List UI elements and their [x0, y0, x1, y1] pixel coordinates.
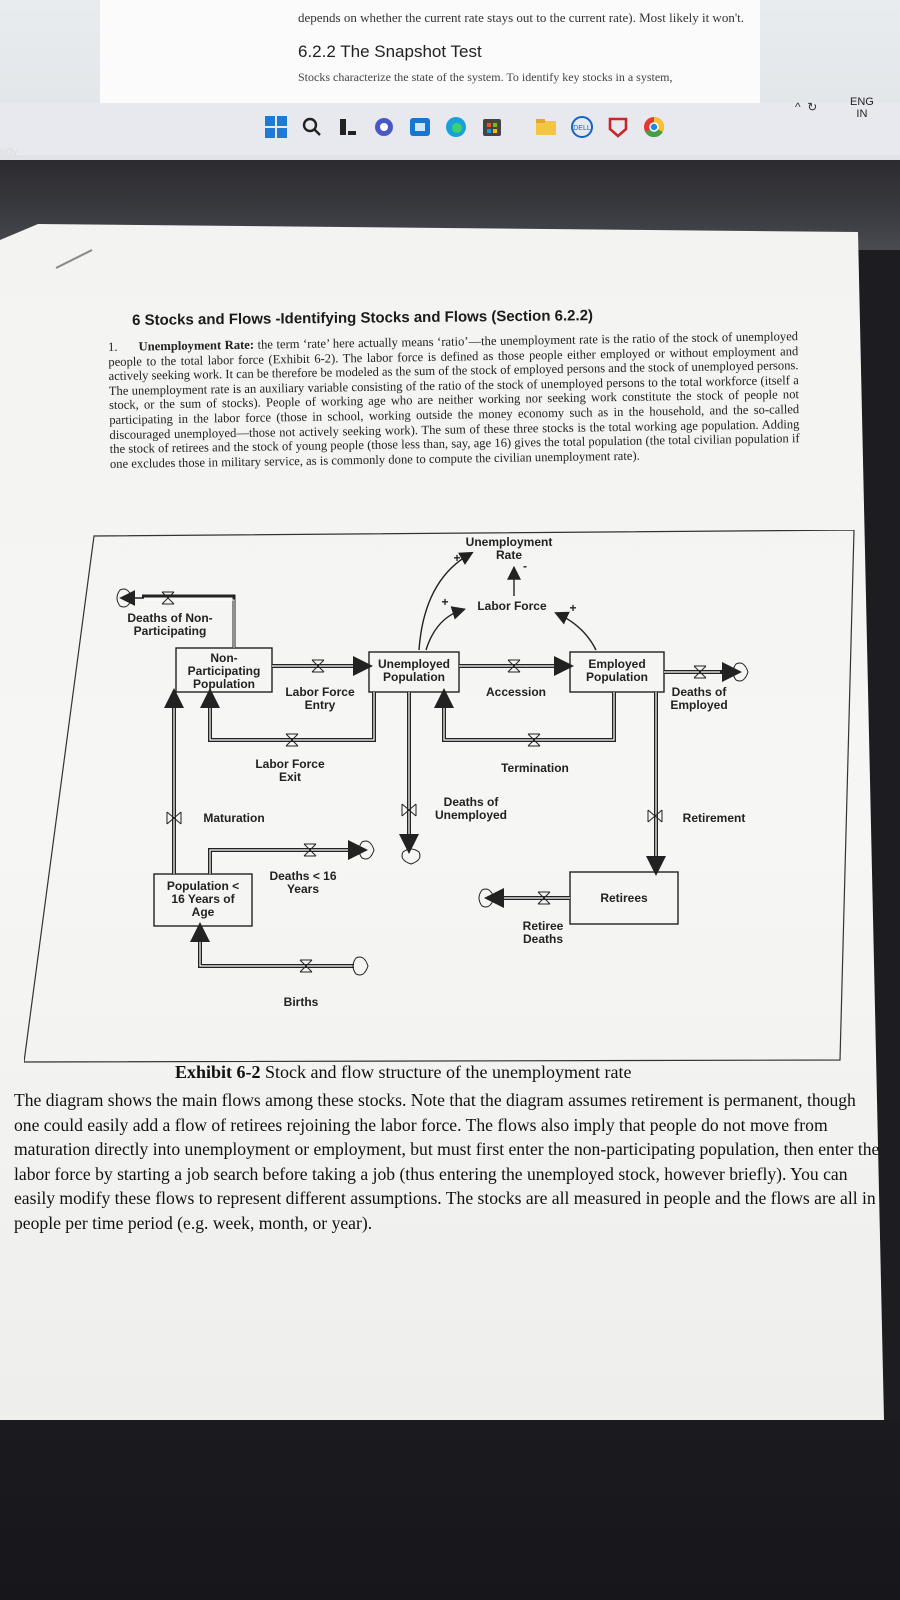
label-retiree-deaths: Retiree Deaths — [522, 919, 564, 946]
laptop-screen: depends on whether the current rate stay… — [0, 0, 900, 165]
chat-icon[interactable] — [372, 115, 396, 139]
label-deaths-unemployed: Deaths of Unemployed — [434, 795, 507, 822]
label-maturation: Maturation — [203, 811, 265, 825]
diagram-lines — [24, 530, 855, 1063]
screen-doc-line: Stocks characterize the state of the sys… — [298, 70, 673, 84]
task-view-icon[interactable] — [336, 115, 360, 139]
screen-side-text: udy — [0, 146, 18, 158]
svg-text:DELL: DELL — [573, 125, 591, 132]
label-labor-force: Labor Force — [477, 599, 547, 613]
tray-icons[interactable]: ^ ↻ — [795, 100, 818, 114]
windows-start-icon[interactable] — [264, 115, 288, 139]
plus-sign: + — [441, 595, 449, 609]
screen-document — [100, 0, 760, 115]
stock-non-participating: Non-Participating Population — [187, 651, 261, 691]
plus-sign: + — [453, 551, 461, 565]
mail-icon[interactable] — [408, 115, 432, 139]
label-termination: Termination — [501, 761, 569, 775]
label-deaths-employed: Deaths of Employed — [670, 685, 728, 712]
label-labor-force-entry: Labor Force Entry — [285, 685, 355, 712]
stock-population-under-16: Population < 16 Years of Age — [166, 879, 240, 919]
chrome-icon[interactable] — [642, 115, 666, 139]
label-deaths-non-participating: Deaths of Non-Participating — [127, 611, 213, 638]
label-labor-force-exit: Labor Force Exit — [255, 757, 325, 784]
taskbar: DELL — [0, 103, 900, 155]
desk-background — [0, 1420, 900, 1600]
stock-unemployed: Unemployed Population — [377, 657, 450, 684]
edge-browser-icon[interactable] — [444, 115, 468, 139]
stock-retirees: Retirees — [600, 891, 648, 905]
label-retirement: Retirement — [682, 811, 746, 825]
search-icon[interactable] — [300, 115, 324, 139]
body-paragraph: The diagram shows the main flows among t… — [14, 1090, 880, 1233]
minus-sign: - — [523, 559, 527, 573]
stock-employed: Employed Population — [586, 657, 648, 684]
dell-icon[interactable]: DELL — [570, 115, 594, 139]
label-unemployment-rate: Unemployment Rate — [465, 535, 553, 562]
intro-paragraph: 1. Unemployment Rate: the term ‘rate’ he… — [108, 329, 800, 471]
mcafee-icon[interactable] — [606, 115, 630, 139]
screen-doc-line: depends on whether the current rate stay… — [298, 10, 745, 25]
file-explorer-icon[interactable] — [534, 115, 558, 139]
exhibit-caption: Exhibit 6-2 Stock and flow structure of … — [175, 1062, 632, 1082]
store-icon[interactable] — [480, 115, 504, 139]
screen-section-title: 6.2.2 The Snapshot Test — [298, 42, 482, 61]
stock-flow-diagram: Unemployment Rate Labor Force + + + - De… — [24, 530, 862, 1078]
label-deaths-under-16: Deaths < 16 Years — [269, 869, 337, 896]
label-births: Births — [283, 995, 319, 1009]
label-accession: Accession — [485, 685, 547, 699]
plus-sign: + — [569, 601, 577, 615]
